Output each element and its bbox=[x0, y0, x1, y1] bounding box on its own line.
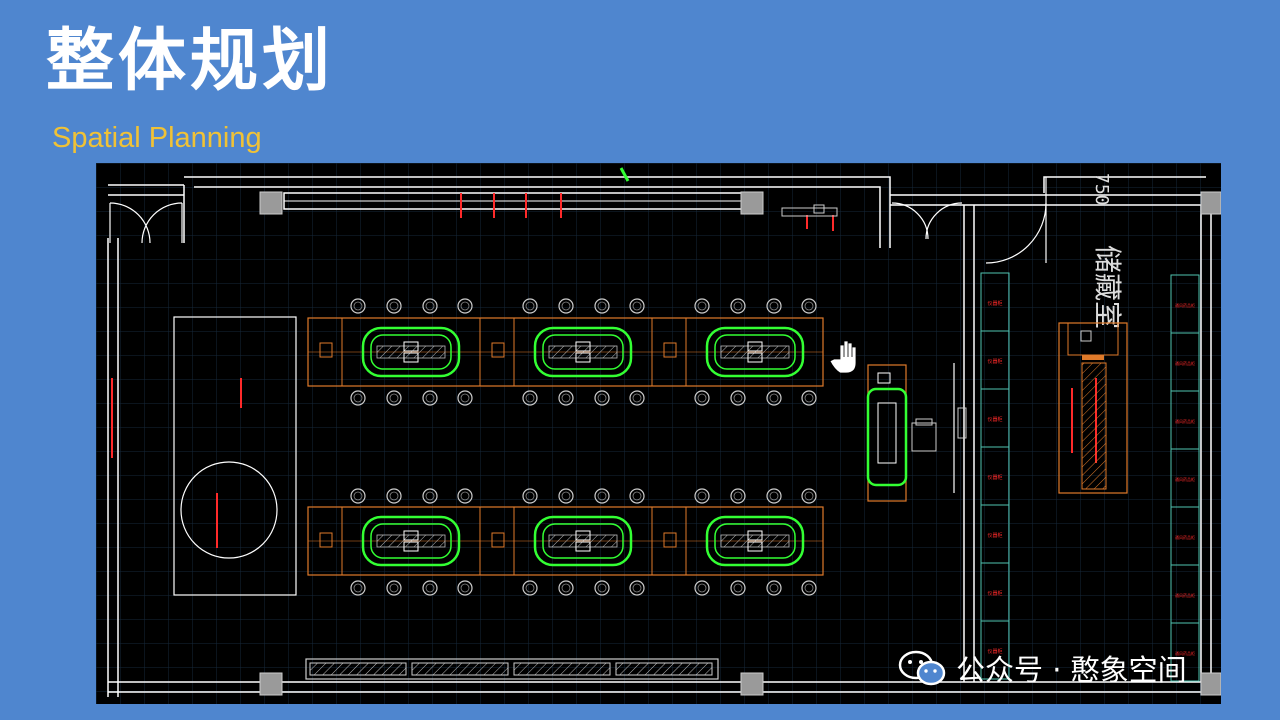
top-fixture bbox=[619, 167, 838, 217]
grid-background bbox=[96, 163, 1221, 704]
wechat-icon bbox=[898, 650, 946, 686]
dimension-label: 750 bbox=[1091, 173, 1112, 206]
page-subtitle: Spatial Planning bbox=[52, 122, 262, 154]
cabinet-column-right bbox=[1170, 274, 1200, 682]
walls bbox=[107, 176, 1212, 697]
svg-text:仪器柜: 仪器柜 bbox=[987, 358, 1002, 365]
cabinet-column bbox=[980, 272, 1010, 680]
svg-text:通风药品柜: 通风药品柜 bbox=[1175, 360, 1195, 366]
bench-row-bottom bbox=[307, 506, 824, 576]
bottom-cabinets bbox=[305, 658, 719, 680]
columns bbox=[259, 191, 1222, 696]
svg-text:仪器柜: 仪器柜 bbox=[987, 300, 1002, 307]
hand-cursor-icon bbox=[829, 340, 857, 374]
watermark-text: 公众号 · 憨象空间 bbox=[956, 653, 1187, 687]
page-title: 整体规划 bbox=[46, 22, 335, 101]
svg-text:通风药品柜: 通风药品柜 bbox=[1175, 418, 1195, 424]
svg-text:通风药品柜: 通风药品柜 bbox=[1175, 650, 1195, 656]
svg-text:通风药品柜: 通风药品柜 bbox=[1175, 592, 1195, 598]
svg-text:通风药品柜: 通风药品柜 bbox=[1175, 534, 1195, 540]
teacher-platform bbox=[173, 316, 297, 596]
storage-table bbox=[1058, 322, 1128, 494]
svg-text:仪器柜: 仪器柜 bbox=[987, 416, 1002, 423]
svg-text:仪器柜: 仪器柜 bbox=[987, 532, 1002, 539]
watermark: 公众号 · 憨象空间 bbox=[898, 648, 1187, 688]
svg-text:仪器柜: 仪器柜 bbox=[987, 648, 1002, 655]
bench-row-top bbox=[307, 317, 824, 387]
svg-text:仪器柜: 仪器柜 bbox=[987, 474, 1002, 481]
floor-plan: 750 bbox=[96, 163, 1222, 704]
storage-room-label: 储藏室 bbox=[1091, 245, 1124, 329]
svg-text:仪器柜: 仪器柜 bbox=[987, 590, 1002, 597]
cabinet-labels: 仪器柜 仪器柜 仪器柜 仪器柜 仪器柜 仪器柜 仪器柜 bbox=[987, 300, 1002, 655]
cabinet-labels-right: 通风药品柜 通风药品柜 通风药品柜 通风药品柜 通风药品柜 通风药品柜 通风药品… bbox=[1175, 302, 1195, 656]
svg-text:通风药品柜: 通风药品柜 bbox=[1175, 302, 1195, 308]
doors bbox=[109, 177, 1047, 264]
svg-text:通风药品柜: 通风药品柜 bbox=[1175, 476, 1195, 482]
teacher-desk bbox=[866, 363, 967, 502]
